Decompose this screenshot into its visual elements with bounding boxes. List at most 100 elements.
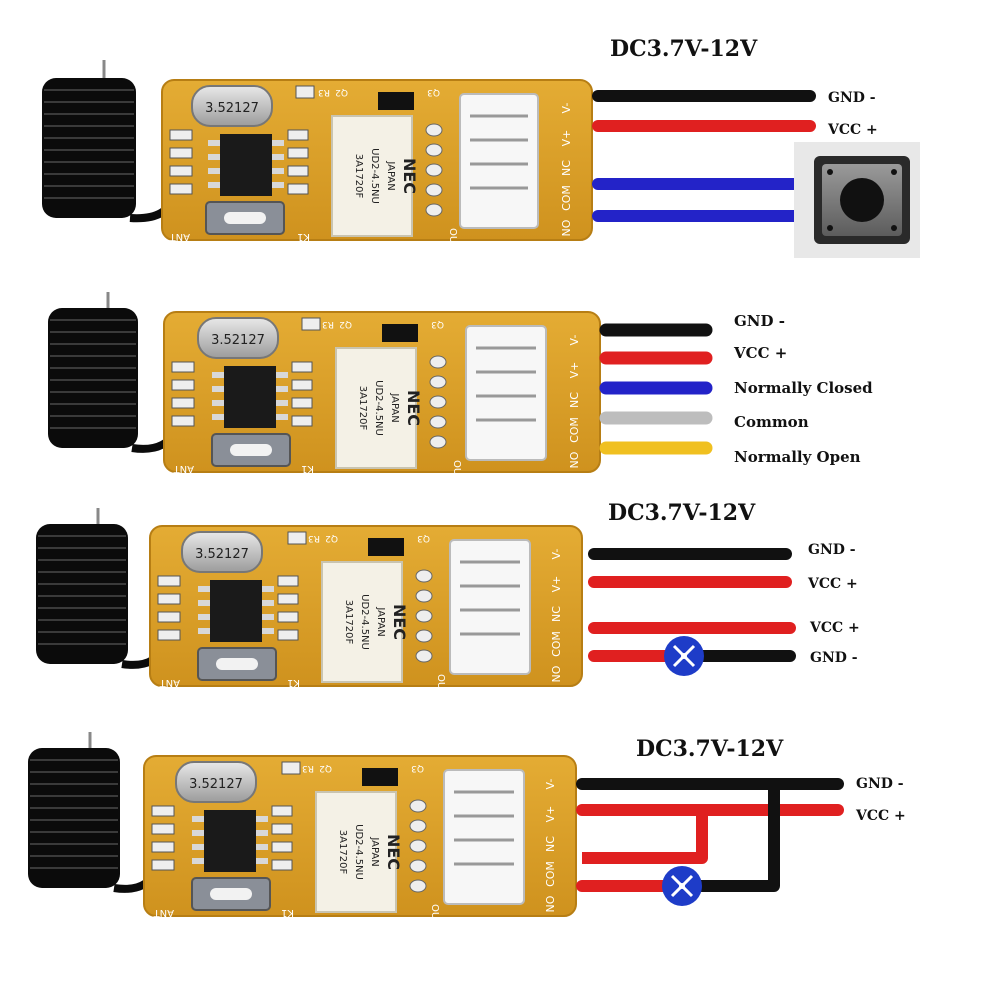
silk-ant: ANT — [169, 231, 190, 242]
crystal-oscillator — [197, 317, 279, 359]
pin-label-no: NO — [560, 219, 573, 236]
silk-r3: R3 — [308, 533, 320, 543]
relay-brand: NEC — [400, 158, 419, 194]
receiver-pcb: 3.52127 NEC JAPAN UD2-4.5NU 3A1720F — [161, 79, 593, 250]
pin-label-com: COM — [568, 417, 581, 443]
relay — [315, 791, 397, 913]
wire-vcc-bridge — [582, 810, 708, 864]
panel-3-title: DC3.7V-12V — [608, 500, 756, 526]
pin-label-no: NO — [544, 895, 557, 912]
relay-brand2: JAPAN — [369, 836, 380, 866]
transistor-q3 — [378, 92, 414, 110]
crystal-oscillator — [181, 531, 263, 573]
relay-code: 3A1720F — [357, 386, 368, 431]
relay-brand2: JAPAN — [385, 160, 396, 190]
label-gnd: GND - — [856, 776, 904, 792]
decoder-chip — [220, 134, 272, 196]
silk-out: OUT — [435, 674, 446, 696]
silk-q3: Q3 — [427, 87, 440, 97]
antenna-coil — [36, 508, 168, 669]
relay — [335, 347, 417, 469]
transistor-q3 — [368, 538, 404, 556]
panel-2: 3.52127 NEC JAPAN UD2-4.5NU 3A1720F — [48, 292, 601, 482]
receiver-pcb: 3.52127 NEC JAPAN UD2-4.5NU 3A1720F — [143, 755, 577, 926]
pin-label-com: COM — [544, 861, 557, 887]
antenna-coil — [48, 292, 180, 453]
crystal-label: 3.52127 — [211, 333, 265, 348]
relay-brand: NEC — [384, 834, 403, 870]
pin-label-v-minus: V- — [568, 335, 581, 346]
panel-3: 3.52127 NEC JAPAN UD2-4.5NU 3A1720F — [36, 508, 583, 696]
pin-label-v-minus: V- — [550, 549, 563, 560]
crystal-label: 3.52127 — [205, 101, 259, 116]
relay-model: UD2-4.5NU — [373, 380, 384, 436]
label-vcc: VCC + — [807, 576, 858, 592]
wire-load-gnd — [682, 784, 780, 892]
relay-model: UD2-4.5NU — [359, 594, 370, 650]
transistor-q3 — [362, 768, 398, 786]
silk-r3: R3 — [302, 763, 314, 773]
decoder-chip — [224, 366, 276, 428]
relay — [331, 115, 413, 237]
transistor-q3 — [382, 324, 418, 342]
relay — [321, 561, 403, 683]
relay-code: 3A1720F — [353, 154, 364, 199]
silk-r3: R3 — [318, 87, 330, 97]
silk-ant: ANT — [173, 463, 194, 474]
pin-label-com: COM — [550, 631, 563, 657]
crystal-label: 3.52127 — [189, 777, 243, 792]
push-button-switch-icon — [794, 142, 920, 258]
pin-label-nc: NC — [568, 392, 581, 408]
panel-1-wires: GND - VCC + — [592, 90, 878, 222]
pin-label-v-minus: V- — [544, 779, 557, 790]
silk-q2: Q2 — [319, 763, 332, 773]
silk-q3: Q3 — [411, 763, 424, 773]
panel-1: 3.52127 NEC JAPAN UD2-4.5NU 3A1720F — [42, 60, 593, 250]
silk-out: OUT — [429, 904, 440, 926]
pin-label-v-plus: V+ — [568, 362, 581, 379]
relay-brand: NEC — [390, 604, 409, 640]
receiver-pcb: 3.52127 NEC JAPAN UD2-4.5NU 3A1720F — [163, 311, 601, 482]
silk-k1: K1 — [301, 463, 314, 474]
relay-code: 3A1720F — [343, 600, 354, 645]
panel-4-title: DC3.7V-12V — [636, 736, 784, 762]
crystal-oscillator — [191, 85, 273, 127]
silk-q3: Q3 — [431, 319, 444, 329]
pin-label-v-plus: V+ — [544, 806, 557, 823]
label-load-vcc: VCC + — [809, 620, 860, 636]
silk-q2: Q2 — [339, 319, 352, 329]
lamp-bulb-icon — [662, 866, 702, 906]
label-vcc: VCC + — [827, 122, 878, 138]
pin-label-nc: NC — [560, 160, 573, 176]
silk-q2: Q2 — [335, 87, 348, 97]
panel-4: 3.52127 NEC JAPAN UD2-4.5NU 3A1720F — [28, 732, 577, 926]
label-normally-closed: Normally Closed — [734, 379, 873, 397]
pin-label-v-minus: V- — [560, 103, 573, 114]
silk-q3: Q3 — [417, 533, 430, 543]
relay-model: UD2-4.5NU — [353, 824, 364, 880]
label-gnd: GND - — [828, 90, 876, 106]
panel-4-wires: GND - VCC + — [576, 776, 906, 906]
pin-label-nc: NC — [544, 836, 557, 852]
label-vcc: VCC + — [855, 808, 906, 824]
pin-label-com: COM — [560, 185, 573, 211]
decoder-chip — [210, 580, 262, 642]
silk-out: OUT — [451, 460, 462, 482]
label-normally-open: Normally Open — [734, 448, 861, 466]
relay-model: UD2-4.5NU — [369, 148, 380, 204]
silk-k1: K1 — [287, 677, 300, 688]
silk-ant: ANT — [159, 677, 180, 688]
relay-code: 3A1720F — [337, 830, 348, 875]
lamp-bulb-icon — [664, 636, 704, 676]
panel-1-title: DC3.7V-12V — [610, 36, 758, 62]
wire-connector — [449, 539, 531, 675]
wire-connector — [459, 93, 539, 229]
wire-connector — [443, 769, 525, 905]
label-vcc: VCC + — [733, 344, 787, 362]
pin-label-no: NO — [568, 451, 581, 468]
crystal-label: 3.52127 — [195, 547, 249, 562]
label-gnd: GND - — [734, 312, 785, 330]
label-load-gnd: GND - — [810, 650, 858, 666]
label-gnd: GND - — [808, 542, 856, 558]
